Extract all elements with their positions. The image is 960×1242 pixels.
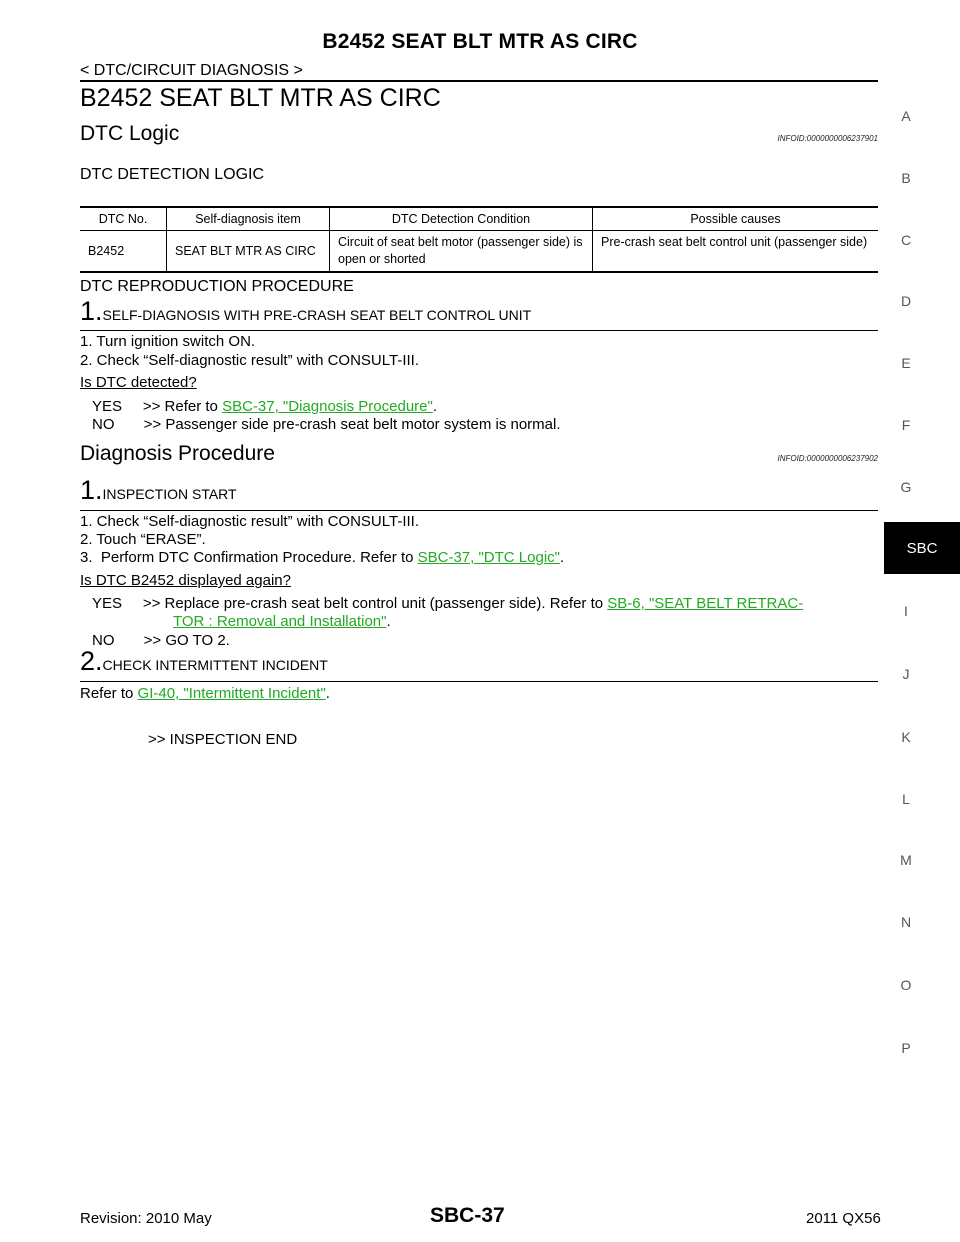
list-item: 1. Check “Self-diagnostic result” with C… [80,513,419,530]
step-divider [80,510,878,511]
link-removal-installation[interactable]: TOR : Removal and Installation" [173,613,387,630]
yes-branch: YES >> Replace pre-crash seat belt contr… [92,595,803,612]
reproduction-heading: DTC REPRODUCTION PROCEDURE [80,278,354,295]
dtc-logic-infoid: INFOID:0000000006237901 [777,134,878,143]
dtc-table-header-row: DTC No. Self-diagnosis item DTC Detectio… [80,206,878,231]
table-row: B2452 SEAT BLT MTR AS CIRC Circuit of se… [80,230,878,273]
step-divider [80,330,878,331]
col-header-self-diagnosis-item: Self-diagnosis item [166,206,330,231]
cell-dtc-no: B2452 [80,230,167,273]
header-title: B2452 SEAT BLT MTR AS CIRC [322,30,638,53]
col-header-possible-causes: Possible causes [592,206,878,231]
list-item: 2. Touch “ERASE”. [80,531,206,548]
diagnosis-infoid: INFOID:0000000006237902 [777,454,878,463]
side-tab-f[interactable]: F [901,417,911,433]
side-tab-e[interactable]: E [901,355,911,371]
list-item: 3. Perform DTC Confirmation Procedure. R… [80,549,564,566]
diag-step-2: 2.CHECK INTERMITTENT INCIDENT [80,646,328,677]
list-item: 1. Turn ignition switch ON. [80,333,256,350]
no-branch: NO >> GO TO 2. [92,632,230,649]
step-number: 2. [80,646,103,676]
header-divider [80,80,878,82]
side-tab-m[interactable]: M [900,852,912,868]
side-tab-l[interactable]: L [902,791,910,807]
inspection-end: >> INSPECTION END [148,731,298,748]
step-question: Is DTC B2452 displayed again? [80,572,291,589]
list-item-suffix: . [560,549,565,566]
side-tab-a[interactable]: A [901,108,911,124]
step-title: INSPECTION START [102,486,237,502]
col-header-dtc-no: DTC No. [80,206,167,231]
side-tab-k[interactable]: K [901,729,911,745]
dtc-logic-title: DTC Logic [80,122,180,145]
page-title: B2452 SEAT BLT MTR AS CIRC [80,84,441,112]
list-item: 2. Check “Self-diagnostic result” with C… [80,352,419,369]
side-tab-d[interactable]: D [900,293,912,309]
refer-suffix: . [325,685,330,702]
yes-suffix: . [386,613,391,630]
link-seat-belt-retractor[interactable]: SB-6, "SEAT BELT RETRAC- [607,595,804,612]
side-tab-j[interactable]: J [902,666,910,682]
link-diagnosis-procedure[interactable]: SBC-37, "Diagnosis Procedure" [222,398,433,415]
col-header-detection-condition: DTC Detection Condition [329,206,593,231]
step-number: 1. [80,296,103,326]
cell-self-diagnosis-item: SEAT BLT MTR AS CIRC [166,230,330,273]
step-title: SELF-DIAGNOSIS WITH PRE-CRASH SEAT BELT … [102,307,532,323]
side-tab-g[interactable]: G [900,479,912,495]
step-title: CHECK INTERMITTENT INCIDENT [102,657,328,673]
footer-model: 2011 QX56 [806,1210,881,1227]
cell-possible-causes: Pre-crash seat belt control unit (passen… [592,230,878,273]
side-tab-o[interactable]: O [900,977,912,993]
refer-line: Refer to GI-40, "Intermittent Incident". [80,685,330,702]
footer-page-number: SBC-37 [430,1204,505,1227]
cell-detection-condition: Circuit of seat belt motor (passenger si… [329,230,593,273]
repro-step-1: 1.SELF-DIAGNOSIS WITH PRE-CRASH SEAT BEL… [80,296,531,327]
refer-text: Refer to [80,685,138,702]
side-tab-n[interactable]: N [900,914,912,930]
footer-revision: Revision: 2010 May [80,1210,212,1227]
detection-logic-heading: DTC DETECTION LOGIC [80,166,265,183]
side-tab-i[interactable]: I [904,603,908,619]
no-branch: NO >> Passenger side pre-crash seat belt… [92,416,561,433]
yes-text: YES >> Refer to [92,398,223,415]
step-number: 1. [80,475,103,505]
side-tab-b[interactable]: B [901,170,911,186]
yes-text: YES >> Replace pre-crash seat belt contr… [92,595,608,612]
dtc-table: DTC No. Self-diagnosis item DTC Detectio… [80,206,878,273]
breadcrumb: < DTC/CIRCUIT DIAGNOSIS > [80,62,303,79]
link-intermittent-incident[interactable]: GI-40, "Intermittent Incident" [137,685,326,702]
step-question: Is DTC detected? [80,374,197,391]
diagnosis-procedure-title: Diagnosis Procedure [80,442,275,465]
step-divider [80,681,878,682]
yes-suffix: . [432,398,437,415]
yes-branch: YES >> Refer to SBC-37, "Diagnosis Proce… [92,398,437,415]
link-dtc-logic[interactable]: SBC-37, "DTC Logic" [417,549,560,566]
side-tab-sbc-active[interactable]: SBC [884,522,960,574]
diag-step-1: 1.INSPECTION START [80,475,237,506]
side-tab-c[interactable]: C [900,232,912,248]
side-tab-p[interactable]: P [901,1040,911,1056]
list-item-text: 3. Perform DTC Confirmation Procedure. R… [80,549,418,566]
yes-branch-cont: TOR : Removal and Installation". [173,613,391,630]
